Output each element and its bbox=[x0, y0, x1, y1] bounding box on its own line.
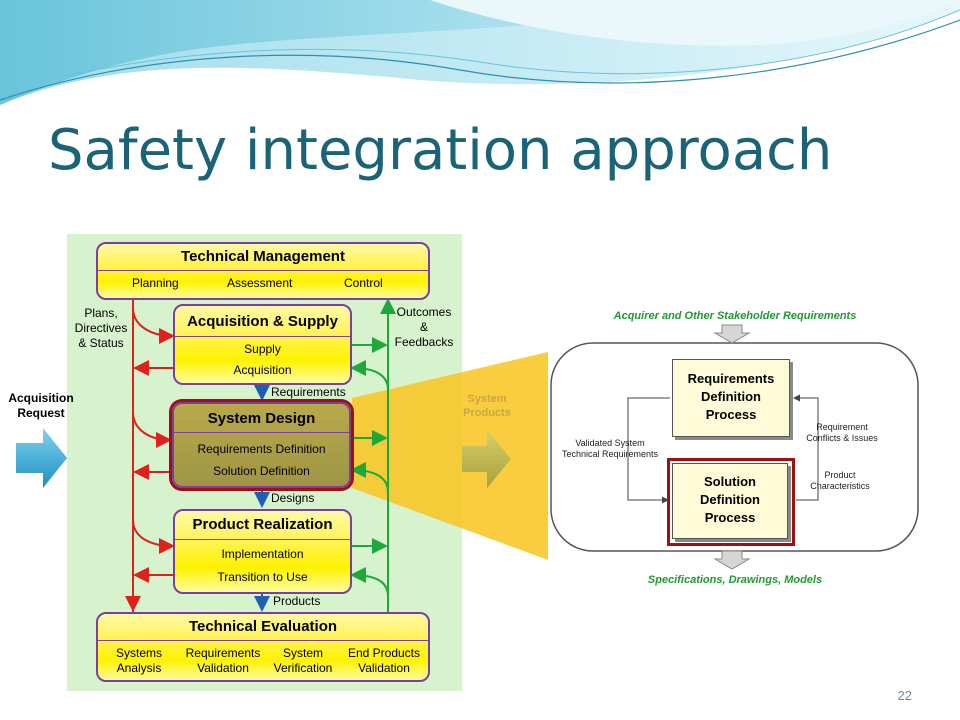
acquisition-label: Acquisition bbox=[233, 363, 292, 377]
system-design-box: System Design Requirements Definition So… bbox=[172, 402, 351, 488]
outcomes-feedbacks-label: Outcomes & Feedbacks bbox=[394, 305, 454, 349]
systems-analysis-label: Systems Analysis bbox=[115, 646, 162, 675]
end-products-validation-label: End Products Validation bbox=[347, 646, 421, 675]
output-arrow-icon bbox=[713, 550, 751, 570]
product-characteristics-label: Product Characteristics bbox=[810, 470, 870, 491]
page-number: 22 bbox=[897, 688, 912, 703]
assessment-label: Assessment bbox=[227, 276, 293, 290]
acquisition-supply-title: Acquisition & Supply bbox=[187, 313, 338, 330]
system-verification-label: System Verification bbox=[273, 646, 333, 675]
planning-label: Planning bbox=[132, 276, 179, 290]
supply-label: Supply bbox=[244, 342, 281, 356]
system-design-title: System Design bbox=[207, 410, 316, 427]
solution-process-highlight bbox=[667, 458, 795, 546]
divider bbox=[174, 432, 349, 433]
product-realization-box: Product Realization Implementation Trans… bbox=[173, 509, 352, 594]
divider bbox=[175, 539, 350, 540]
implementation-label: Implementation bbox=[221, 547, 304, 561]
products-flow-label: Products bbox=[273, 594, 321, 608]
zoom-callout bbox=[352, 352, 548, 560]
header-wave-decoration bbox=[0, 0, 960, 105]
requirements-definition-process-box: Requirements Definition Process bbox=[672, 359, 790, 437]
requirements-validation-label: Requirements Validation bbox=[185, 646, 261, 675]
solution-definition-process-box: Solution Definition Process bbox=[672, 463, 788, 539]
validated-requirements-label: Validated System Technical Requirements bbox=[561, 438, 659, 459]
technical-evaluation-title: Technical Evaluation bbox=[188, 618, 338, 635]
divider bbox=[175, 336, 350, 337]
technical-management-box: Technical Management Planning Assessment… bbox=[96, 242, 430, 300]
slide-title: Safety integration approach bbox=[48, 118, 833, 183]
requirements-flow-label: Requirements bbox=[271, 385, 346, 399]
stakeholder-requirements-label: Acquirer and Other Stakeholder Requireme… bbox=[613, 310, 857, 322]
specifications-label: Specifications, Drawings, Models bbox=[647, 574, 823, 586]
solution-definition-label: Solution Definition bbox=[213, 464, 310, 478]
technical-evaluation-box: Technical Evaluation Systems Analysis Re… bbox=[96, 612, 430, 682]
designs-flow-label: Designs bbox=[271, 491, 315, 505]
input-arrow-icon bbox=[713, 324, 751, 344]
divider bbox=[98, 270, 428, 271]
acquisition-supply-box: Acquisition & Supply Supply Acquisition bbox=[173, 304, 352, 385]
requirements-definition-label: Requirements Definition bbox=[197, 442, 326, 456]
plans-directives-status-label: Plans, Directives & Status bbox=[74, 306, 128, 350]
divider bbox=[98, 640, 428, 641]
acquisition-request-arrow bbox=[16, 428, 67, 488]
control-label: Control bbox=[344, 276, 383, 290]
requirement-conflicts-label: Requirement Conflicts & Issues bbox=[806, 422, 878, 443]
technical-management-title: Technical Management bbox=[181, 248, 345, 265]
system-products-arrow bbox=[462, 430, 511, 488]
product-realization-title: Product Realization bbox=[192, 516, 333, 533]
acquisition-request-label: Acquisition Request bbox=[8, 391, 74, 420]
transition-to-use-label: Transition to Use bbox=[217, 570, 308, 584]
system-products-label: System Products bbox=[463, 393, 511, 419]
